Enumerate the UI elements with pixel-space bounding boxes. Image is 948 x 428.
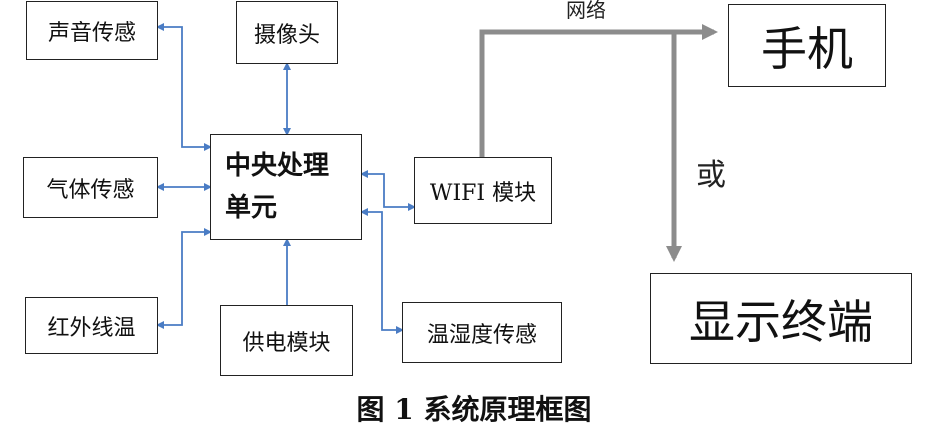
or-label: 或 — [696, 158, 726, 193]
node-infrared-sensor: 红外线温 — [25, 297, 158, 354]
figure-caption: 图 1 系统原理框图 — [356, 393, 592, 426]
node-humidity-sensor: 温湿度传感 — [402, 302, 562, 363]
node-cpu: 中央处理 单元 — [210, 134, 362, 240]
cpu-label-line2: 单元 — [225, 193, 278, 223]
humidity-cpu-connector — [360, 208, 404, 334]
node-camera: 摄像头 — [236, 1, 338, 64]
infrared-cpu-connector — [156, 228, 212, 329]
node-wifi-module: WIFI 模块 — [414, 157, 552, 224]
node-sound-sensor: 声音传感 — [26, 1, 158, 60]
sound-cpu-connector — [156, 23, 212, 151]
wifi-cpu-connector — [360, 170, 416, 211]
node-gas-sensor: 气体传感 — [23, 157, 158, 218]
node-power-module: 供电模块 — [220, 305, 353, 376]
network-label: 网络 — [566, 0, 606, 22]
node-phone: 手机 — [728, 4, 886, 87]
network-arrow — [479, 24, 718, 157]
cpu-label-line1: 中央处理 — [225, 151, 330, 181]
node-display-terminal: 显示终端 — [650, 273, 912, 364]
